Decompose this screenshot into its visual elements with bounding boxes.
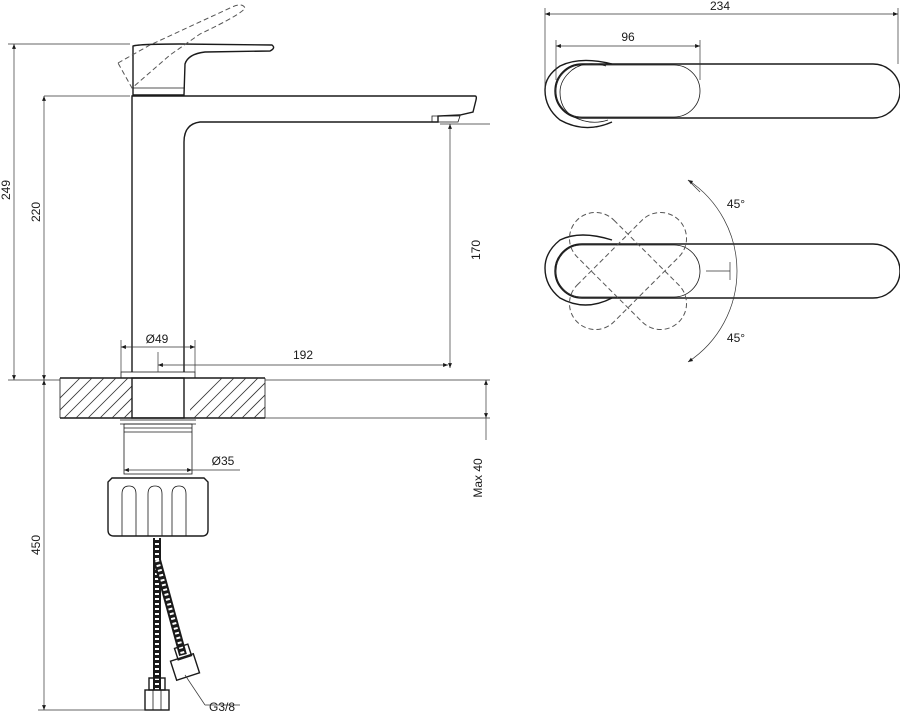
counter-hatch-right [190, 378, 265, 418]
angle-down-label: 45° [727, 331, 745, 345]
dim-outlet-height: 170 [469, 240, 483, 260]
side-view: 249 220 450 170 Max 40 Ø49 192 Ø35 G3/8 [0, 4, 490, 714]
fixing-nut [107, 477, 209, 537]
faucet-body-outline [131, 95, 478, 372]
dim-overall-height: 249 [0, 180, 13, 200]
dim-max-thickness: Max 40 [471, 458, 485, 498]
dim-body-diameter: Ø49 [146, 332, 169, 346]
dim-top-total-length: 234 [710, 0, 730, 13]
aerator [431, 115, 461, 123]
counter-hatch-left [60, 378, 132, 418]
dim-top-base-length: 96 [621, 30, 635, 44]
lever-handle [132, 43, 275, 96]
top-view-closed: 234 96 [544, 0, 900, 129]
dim-under-counter: 450 [29, 535, 43, 555]
dim-shank-diameter: Ø35 [212, 454, 235, 468]
shank [131, 377, 185, 419]
thread-label: G3/8 [209, 700, 235, 714]
dim-reach: 192 [293, 348, 313, 362]
angle-up-label: 45° [727, 197, 745, 211]
top-view-rotation: 45° 45° [544, 179, 900, 363]
dim-spout-height: 220 [29, 202, 43, 222]
hose-fitting-right [169, 643, 201, 682]
threaded-stem [123, 423, 193, 475]
base-ring [120, 371, 196, 379]
lever-alternate-position [117, 4, 246, 89]
hose-fitting-left [144, 677, 170, 711]
